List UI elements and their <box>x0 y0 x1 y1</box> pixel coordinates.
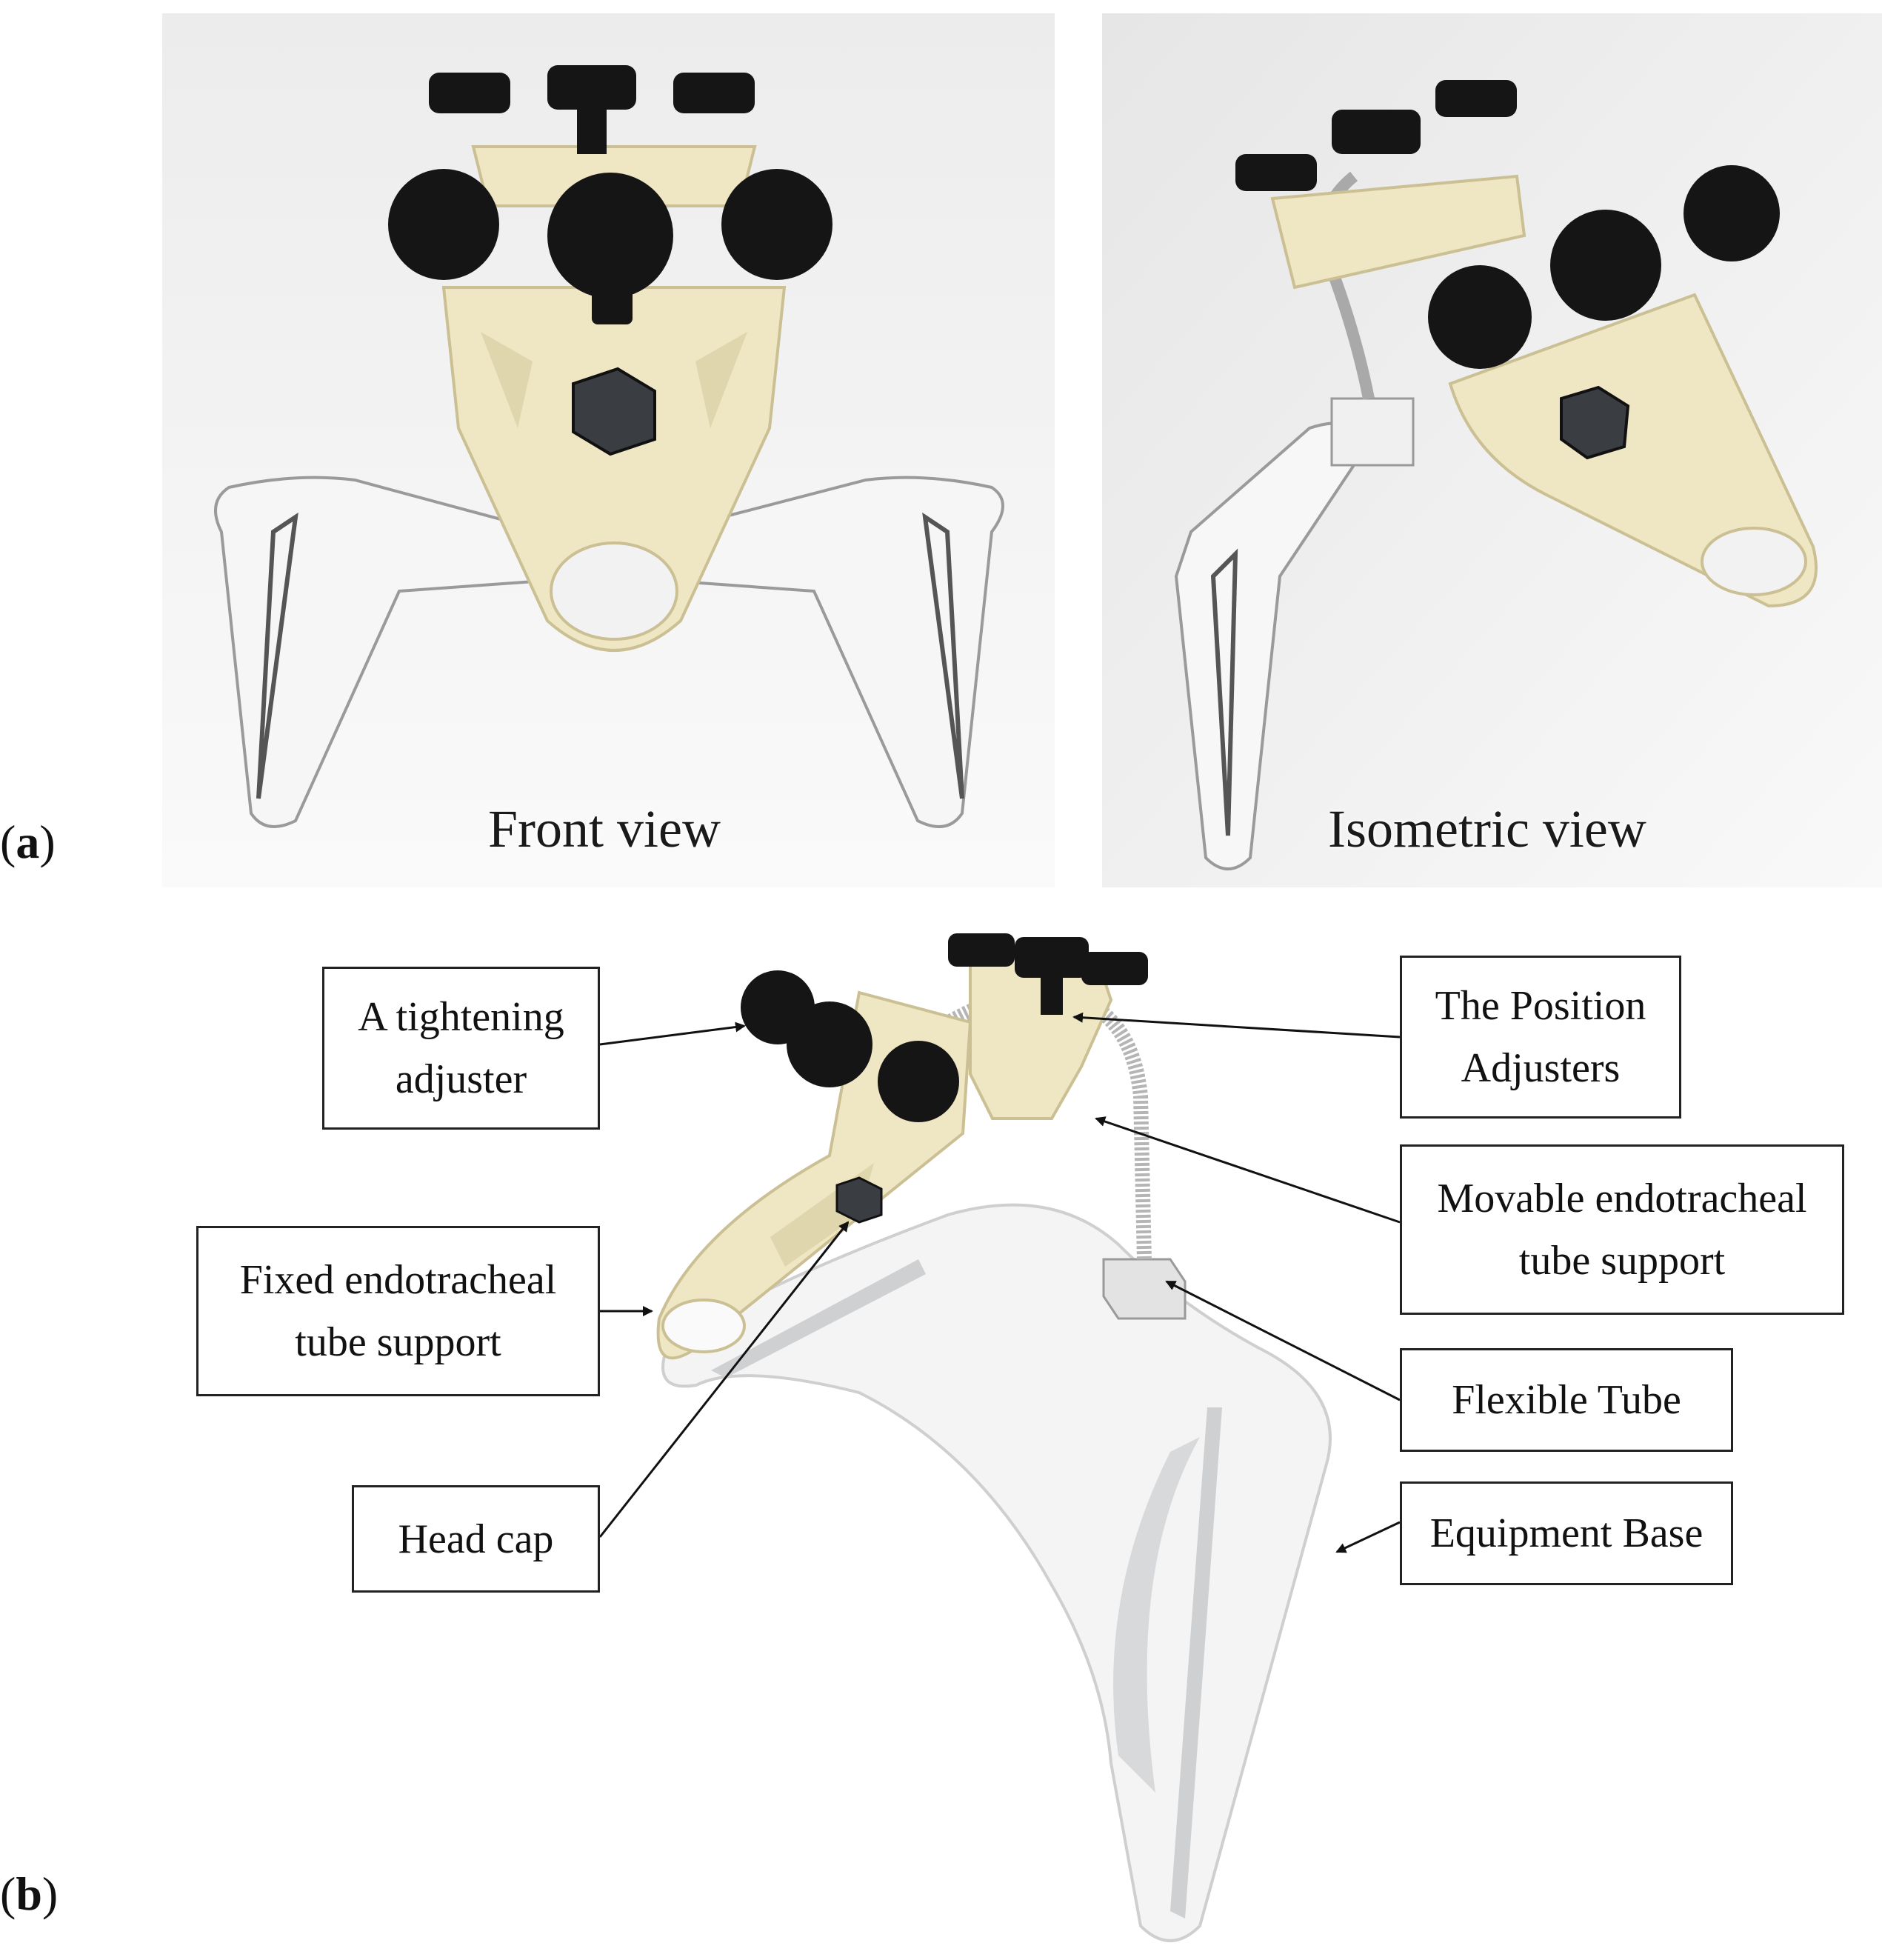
tightening-knobs <box>741 970 959 1122</box>
isometric-view-caption: Isometric view <box>1328 799 1646 859</box>
arrow-movable-support <box>1095 1116 1401 1224</box>
front-view-caption: Front view <box>488 799 721 859</box>
arrow-position-adjusters <box>1072 1012 1401 1039</box>
iso-support <box>1448 293 1818 608</box>
isometric-view-photo: Isometric view <box>1102 13 1882 887</box>
base-block <box>1102 1258 1187 1320</box>
position-adjuster-knobs <box>948 933 1148 1015</box>
base-shape <box>661 1203 1332 1942</box>
callout-equipment-base: Equipment Base <box>1400 1481 1733 1585</box>
panel-a-label: (a) <box>0 816 56 868</box>
front-view-photo: Front view <box>162 13 1055 887</box>
iso-head-cap <box>1560 385 1630 460</box>
head-cap-shape <box>835 1176 883 1224</box>
arrow-tightening-adjuster <box>599 1021 746 1046</box>
front-base <box>214 476 1004 828</box>
callout-head-cap: Head cap <box>352 1485 600 1593</box>
front-head-cap <box>572 367 656 456</box>
front-view-device-illustration <box>162 13 1055 887</box>
assembled-device-illustration <box>656 933 1332 1942</box>
callout-flexible-tube: Flexible Tube <box>1400 1348 1733 1452</box>
arrow-head-cap <box>598 1221 850 1538</box>
isometric-view-device-illustration <box>1102 13 1882 887</box>
panel-b-label: (b) <box>0 1867 59 1920</box>
front-knobs <box>388 65 832 324</box>
iso-knobs <box>1235 80 1780 369</box>
arrow-equipment-base <box>1335 1521 1401 1553</box>
arrow-flexible-tube <box>1165 1280 1401 1401</box>
